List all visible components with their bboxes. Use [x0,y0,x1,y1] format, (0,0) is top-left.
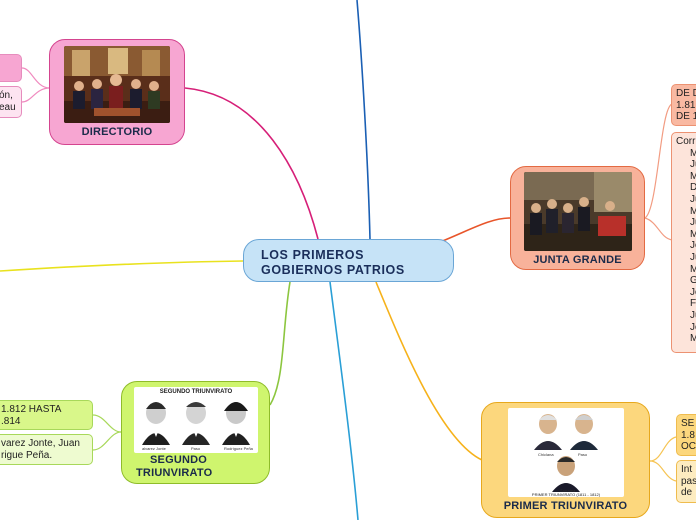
edge-directorio-sub1 [21,67,51,89]
junta-grande-label: JUNTA GRANDE [533,254,622,266]
junta-list-item: Ju [690,309,696,321]
junta-subtopic-1-line1: DE D [676,88,696,99]
junta-list-item: M [690,264,696,276]
junta-list-item: M [690,171,696,183]
directorio-label: DIRECTORIO [81,126,153,138]
segundo-subtopic-2[interactable]: varez Jonte, Juan rigue Peña. [0,434,93,465]
topic-junta-grande[interactable]: JUNTA GRANDE [510,166,645,270]
directorio-subtopic-2-line1: ón, [0,90,13,101]
junta-grande-subtopic-1[interactable]: DE D 1.81 DE 1 [671,84,696,126]
primer-triunvirato-portraits: Chiclana Paso Sarratea PRIMER TRIUNVIRAT… [508,408,624,497]
junta-list-header: Corr [676,136,696,147]
segundo-subtopic-1[interactable]: 1.812 HASTA .814 [0,400,93,430]
junta-list-item: D [690,182,696,194]
central-topic[interactable]: LOS PRIMEROS GOBIERNOS PATRIOS [243,239,454,282]
edge-primer-sub1 [649,436,677,462]
segundo-portrait-name-2: Paso [191,446,201,451]
edge-segundo-sub1 [92,414,122,433]
topic-segundo-triunvirato[interactable]: SEGUNDO TRIUNVIRATO alvarez Jonte [121,381,270,484]
junta-grande-painting [524,172,632,251]
junta-list-item: M [690,333,696,345]
primer-portrait-name-1: Chiclana [538,452,554,457]
edge-top-branch [356,0,371,240]
primer-label: PRIMER TRIUNVIRATO [503,500,628,512]
edge-segundo [269,281,291,406]
segundo-label-line2: TRIUNVIRATO [136,467,213,479]
primer-subtopic-2-line2: pas [681,475,696,487]
junta-list-item: Ju [690,217,696,229]
edge-primer [375,281,483,461]
central-topic-line2: GOBIERNOS PATRIOS [261,263,405,277]
primer-image-caption: PRIMER TRIUNVIRATO (1811 - 1812) [531,492,601,497]
directorio-subtopic-2[interactable]: ón, eau [0,86,22,118]
primer-subtopic-1-line1: SE [681,418,695,429]
segundo-image-caption: SEGUNDO TRIUNVIRATO [159,389,233,395]
junta-subtopic-1-line2: 1.81 [676,99,696,111]
junta-list-item: Jo [690,286,696,298]
junta-grande-subtopic-2[interactable]: Corr MJuMDJuMJuMJoJuMGJoFJuJoM [671,132,696,353]
junta-list-item: Ju [690,159,696,171]
topic-directorio[interactable]: DIRECTORIO [49,39,185,145]
junta-list-item: M [690,229,696,241]
directorio-painting [64,46,170,123]
primer-subtopic-1-line2: 1.8 [681,429,695,441]
segundo-subtopic-1-line1: 1.812 HASTA [1,404,62,415]
topic-primer-triunvirato[interactable]: Chiclana Paso Sarratea PRIMER TRIUNVIRAT… [481,402,650,518]
junta-list-item: Ju [690,251,696,263]
junta-list-item: M [690,206,696,218]
primer-subtopic-1[interactable]: SE 1.8 OC [676,414,696,456]
junta-list-item: M [690,148,696,160]
segundo-portrait-name-1: alvarez Jonte [142,446,166,451]
segundo-label-line1: SEGUNDO [150,454,208,466]
junta-list-item: G [690,275,696,287]
primer-portrait-name-3: Sarratea [560,488,576,493]
primer-subtopic-2-line1: Int [681,464,693,475]
junta-list-item: Jo [690,321,696,333]
edge-primer-sub2 [649,460,677,482]
edge-segundo-sub2 [92,431,122,451]
central-topic-line1: LOS PRIMEROS [261,248,365,262]
directorio-subtopic-1[interactable] [0,54,22,82]
primer-subtopic-2-line3: de [681,487,693,498]
directorio-subtopic-2-line2: eau [0,101,16,113]
primer-subtopic-2[interactable]: Int pas de [676,460,696,503]
junta-list-item: Jo [690,240,696,252]
segundo-subtopic-1-line2: .814 [1,415,21,427]
edge-left-branch [0,260,244,272]
junta-list-items: MJuMDJuMJuMJoJuMGJoFJuJoM [676,148,696,345]
edge-junta-sub2 [644,217,673,241]
segundo-triunvirato-portraits: SEGUNDO TRIUNVIRATO alvarez Jonte [134,387,258,453]
junta-list-item: Ju [690,193,696,205]
junta-list-item: F [690,298,696,310]
edge-directorio [184,87,319,240]
primer-subtopic-1-line3: OC [681,441,696,452]
primer-portrait-name-2: Paso [578,452,588,457]
edge-bottom-branch [329,281,359,520]
segundo-subtopic-2-line1: varez Jonte, Juan [1,438,80,449]
segundo-subtopic-2-line2: rigue Peña. [1,449,53,461]
edge-junta-sub1 [644,103,673,219]
edge-junta [439,217,511,243]
segundo-portrait-name-3: Rodríguez Peña [224,446,253,451]
junta-subtopic-1-line3: DE 1 [676,111,696,122]
edge-directorio-sub2 [21,87,51,103]
